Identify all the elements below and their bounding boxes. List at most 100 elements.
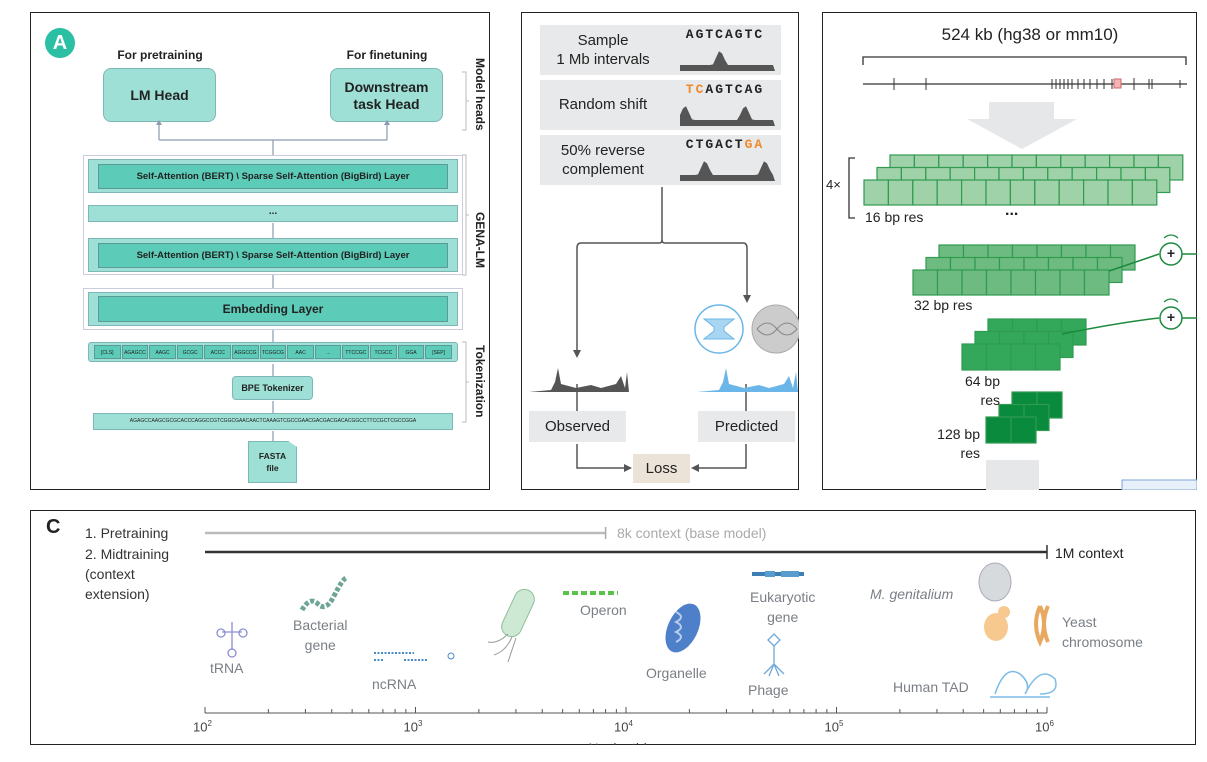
item-label-line2: chromosome xyxy=(1062,634,1143,650)
token-cell: ... xyxy=(314,345,342,359)
item-label-line2: gene xyxy=(304,637,336,653)
res-128-line2: res xyxy=(960,445,980,461)
repeat-count: 4× xyxy=(826,177,841,192)
scale-item-label: Yeast chromosome xyxy=(1062,612,1143,652)
attention-layer-top: Self-Attention (BERT) \ Sparse Self-Atte… xyxy=(98,164,448,189)
scale-item-label: tRNA xyxy=(210,658,243,678)
step-sequence: TCAGTCAG xyxy=(670,82,780,97)
feature-cell xyxy=(887,179,914,206)
seq-bases: AGTCAG xyxy=(705,82,765,97)
panel-c-badge: C xyxy=(46,516,61,538)
step-label-line1: Random shift xyxy=(558,96,648,113)
feature-cell xyxy=(961,179,987,206)
item-label-line1: Yeast xyxy=(1062,614,1097,630)
label-model-heads: Model heads xyxy=(473,58,487,131)
token-cell: AAGC xyxy=(149,345,176,359)
tick-label: 105 xyxy=(825,719,844,734)
step-sequence: AGTCAGTC xyxy=(670,27,780,42)
pretraining-row-label: 1. Pretraining xyxy=(85,525,169,541)
repeat-bracket xyxy=(848,157,855,219)
x-axis-label: Nucleotides xyxy=(560,740,690,745)
tick-label: 104 xyxy=(614,719,633,734)
loss-box: Loss xyxy=(633,454,690,483)
res-32-label: 32 bp res xyxy=(914,297,973,313)
step-label: Sample 1 Mb intervals xyxy=(540,31,666,69)
organelle-icon xyxy=(665,603,701,653)
label-gena-lm: GENA-LM xyxy=(473,212,487,268)
step-sequence: CTGACTGA xyxy=(670,137,780,152)
observed-track xyxy=(529,368,629,392)
region-bracket xyxy=(862,56,1187,65)
step-label-line1: 50% reverse xyxy=(560,142,646,159)
res-64-line2: res xyxy=(980,392,1000,408)
observed-box: Observed xyxy=(529,411,626,442)
midtraining-row-label: 2. Midtraining (context extension) xyxy=(85,544,169,604)
token-cell: [SEP] xyxy=(425,345,452,359)
res-64-label: 64 bp res xyxy=(950,372,1000,410)
feature-cell xyxy=(1010,416,1037,444)
token-cell: TTCCGC xyxy=(342,345,370,359)
item-label-line1: Bacterial xyxy=(293,617,348,633)
lm-head-box: LM Head xyxy=(103,68,216,122)
tick-exponent: 6 xyxy=(1049,719,1054,728)
seq-bases: CTGACT xyxy=(685,137,745,152)
panel-right-graphics xyxy=(848,56,1197,490)
predicted-box: Predicted xyxy=(698,411,795,442)
bpe-tokenizer-box: BPE Tokenizer xyxy=(232,376,313,400)
human-tad-icon xyxy=(990,670,1057,698)
raw-sequence: AGAGCCAAGCGCGCACCCAGGCCGTCGGCGAACAACTCAA… xyxy=(93,413,453,430)
feature-cell xyxy=(1131,179,1158,206)
coverage-track xyxy=(680,106,775,126)
feature-cell xyxy=(1009,179,1036,206)
token-cell: AAC xyxy=(287,345,314,359)
feature-cell xyxy=(961,269,988,296)
item-icons xyxy=(216,562,1057,698)
step-label-line2: 1 Mb intervals xyxy=(556,51,650,68)
dna-model-icon xyxy=(751,304,799,354)
pretraining-context-label: 8k context (base model) xyxy=(617,525,767,541)
tick-label: 102 xyxy=(193,719,212,734)
token-cell: [CLS] xyxy=(94,345,121,359)
tick-base: 10 xyxy=(1035,719,1050,735)
item-label-line1: Phage xyxy=(748,682,789,698)
item-label-line1: Operon xyxy=(580,602,627,618)
region-title: 524 kb (hg38 or mm10) xyxy=(941,25,1119,44)
tick-label: 103 xyxy=(404,719,423,734)
res-128-line1: 128 bp xyxy=(937,426,980,442)
feature-cell xyxy=(936,269,963,296)
tick-exponent: 3 xyxy=(417,719,423,728)
item-label-line1: Organelle xyxy=(646,665,707,681)
step-label-line1: Sample xyxy=(577,32,629,49)
downstream-head-box: Downstream task Head xyxy=(330,68,443,122)
tick-base: 10 xyxy=(193,719,208,735)
token-cell: GGA xyxy=(397,345,425,359)
scale-item-label: M. genitalium xyxy=(870,584,953,604)
feature-cell xyxy=(1107,179,1133,206)
token-cell: GCGC xyxy=(176,345,204,359)
midtraining-note1: (context xyxy=(85,566,135,582)
predicted-track xyxy=(697,368,798,392)
residual-add-icon xyxy=(1159,306,1183,330)
ncrna-icon xyxy=(374,652,428,661)
plus-1: + xyxy=(1166,245,1176,261)
scale-item-label: Bacterial gene xyxy=(293,615,347,655)
panel-a-badge: A xyxy=(45,28,75,58)
midtraining-label: 2. Midtraining xyxy=(85,546,170,562)
seq-shifted-prefix: TC xyxy=(685,82,706,97)
scale-item-label: Operon xyxy=(580,600,627,620)
scale-item-label: Phage xyxy=(748,680,788,700)
tick-base: 10 xyxy=(824,719,839,735)
gena-lm-frame xyxy=(83,155,463,275)
feature-cell xyxy=(1083,269,1110,296)
coverage-track xyxy=(680,51,775,71)
augmentation-step: Sample 1 Mb intervals AGTCAGTC xyxy=(540,25,781,75)
label-tokenization: Tokenization xyxy=(473,345,487,418)
embedding-layer: Embedding Layer xyxy=(98,296,448,322)
seq-complement-suffix: GA xyxy=(744,137,765,152)
seq-bases: AGTCAGTC xyxy=(685,27,765,42)
coverage-track xyxy=(680,161,775,181)
panel-b-graphics xyxy=(529,187,799,472)
